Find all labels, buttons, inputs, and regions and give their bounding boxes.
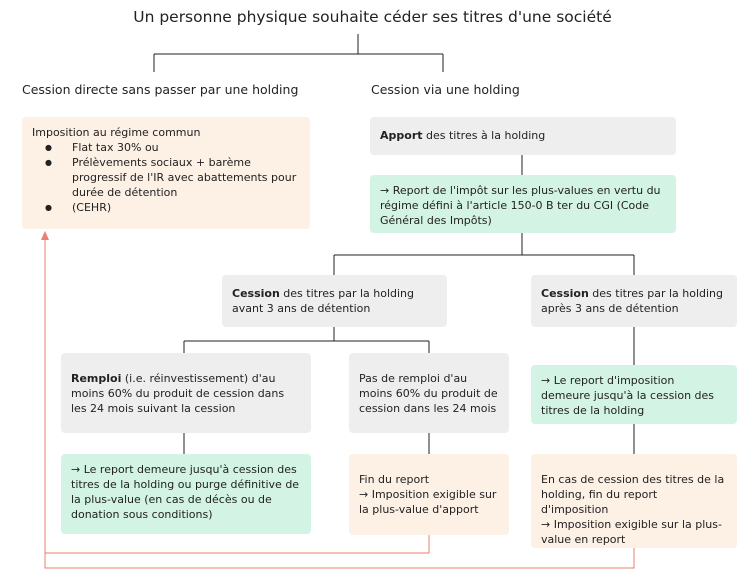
report-demeure-apres-text: → Le report d'imposition demeure jusqu'à… [541, 374, 715, 417]
pas-remploi-text: Pas de remploi d'au moins 60% du produit… [359, 372, 498, 415]
branch-label-holding: Cession via une holding [371, 82, 520, 97]
cession-apres-bold: Cession [541, 287, 589, 300]
cession-avant-bold: Cession [232, 287, 280, 300]
fin-report-title: Fin du report [359, 473, 430, 486]
apport-box: Apport des titres à la holding [370, 117, 676, 155]
report-demeure-apres-box: → Le report d'imposition demeure jusqu'à… [531, 365, 737, 424]
return-arrow [41, 231, 635, 569]
report-demeure-remploi-text: → Le report demeure jusqu'à cession des … [71, 463, 300, 521]
arrow-head-icon [41, 231, 49, 240]
cession-apres-text: des titres par la holding après 3 ans de… [541, 287, 724, 315]
remploi-box: Remploi (i.e. réinvestissement) d'au moi… [61, 353, 311, 433]
apport-bold: Apport [380, 129, 423, 142]
diagram-title: Un personne physique souhaite céder ses … [133, 8, 612, 26]
report-demeure-remploi-box: → Le report demeure jusqu'à cession des … [61, 454, 311, 534]
regime-commun-list: Flat tax 30% ou Prélèvements sociaux + b… [32, 140, 300, 215]
regime-commun-intro: Imposition au régime commun [32, 126, 201, 139]
pas-remploi-box: Pas de remploi d'au moins 60% du produit… [349, 353, 509, 433]
cession-holding-fin-title: En cas de cession des titres de la holdi… [541, 473, 725, 516]
report-plus-values-text: → Report de l'impôt sur les plus-values … [380, 184, 661, 227]
remploi-text: (i.e. réinvestissement) d'au moins 60% d… [71, 372, 285, 415]
regime-commun-box: Imposition au régime commun Flat tax 30%… [22, 117, 310, 229]
list-item: Prélèvements sociaux + barème progressif… [45, 155, 300, 200]
cession-apres-box: Cession des titres par la holding après … [531, 275, 737, 327]
cession-holding-fin-text: → Imposition exigible sur la plus-value … [541, 518, 722, 546]
fin-report-text: → Imposition exigible sur la plus-value … [359, 488, 497, 516]
branch-label-direct: Cession directe sans passer par une hold… [22, 82, 299, 97]
list-item: (CEHR) [45, 200, 300, 215]
report-plus-values-box: → Report de l'impôt sur les plus-values … [370, 175, 676, 233]
fin-report-box: Fin du report → Imposition exigible sur … [349, 454, 509, 535]
apport-text: des titres à la holding [422, 129, 546, 142]
list-item: Flat tax 30% ou [45, 140, 300, 155]
cession-holding-fin-box: En cas de cession des titres de la holdi… [531, 454, 737, 548]
cession-avant-box: Cession des titres par la holding avant … [222, 275, 447, 327]
remploi-bold: Remploi [71, 372, 122, 385]
cession-avant-text: des titres par la holding avant 3 ans de… [232, 287, 415, 315]
